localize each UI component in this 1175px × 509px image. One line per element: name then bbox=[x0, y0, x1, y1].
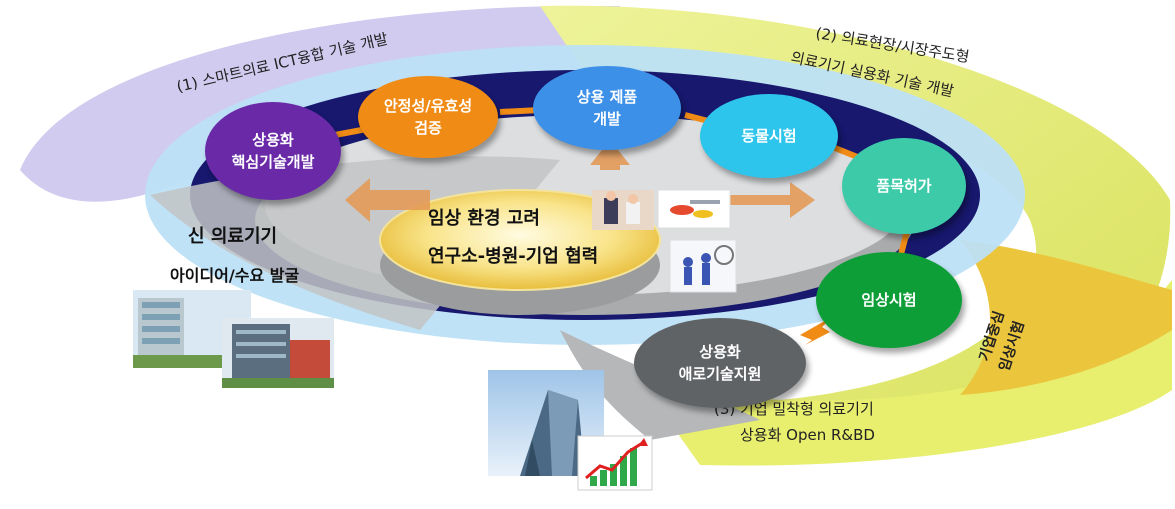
node-clinical-line1: 임상시험 bbox=[861, 291, 917, 309]
node-bottleneck: 상용화 애로기술지원 bbox=[634, 318, 806, 408]
yellow-band-lower bbox=[640, 280, 1172, 466]
center-line1: 임상 환경 고려 bbox=[428, 208, 540, 229]
node-safety-line1: 안정성/유효성 bbox=[383, 97, 473, 115]
flow-arrows bbox=[345, 140, 815, 222]
node-core-tech: 상용화 핵심기술개발 bbox=[205, 102, 341, 200]
node-animal: 동물시험 bbox=[700, 94, 838, 178]
node-safety-line2: 검증 bbox=[414, 119, 442, 137]
node-product-line1: 상용 제품 bbox=[576, 88, 638, 106]
growth-chart-photo bbox=[577, 435, 653, 491]
center-line2: 연구소-병원-기업 협력 bbox=[428, 246, 599, 267]
node-product: 상용 제품 개발 bbox=[533, 66, 681, 150]
node-core-tech-line2: 핵심기술개발 bbox=[231, 153, 315, 171]
building-photo bbox=[488, 370, 604, 476]
node-core-tech-line1: 상용화 bbox=[252, 131, 294, 149]
node-bottleneck-line2: 애로기술지원 bbox=[678, 365, 762, 383]
hospital-photo bbox=[133, 290, 334, 388]
node-clinical: 임상시험 bbox=[816, 252, 962, 348]
idea-label: 아이디어/수요 발굴 bbox=[170, 266, 300, 285]
node-approval-line1: 품목허가 bbox=[876, 177, 932, 195]
node-safety: 안정성/유효성 검증 bbox=[358, 76, 498, 158]
company-label-line2: 상용화 Open R&BD bbox=[740, 426, 875, 444]
new-device-label: 신 의료기기 bbox=[188, 226, 278, 247]
pills-photo bbox=[657, 189, 731, 229]
company-label-line1: (3) 기업 밀착형 의료기기 bbox=[714, 400, 874, 418]
node-product-line2: 개발 bbox=[593, 110, 621, 128]
node-bottleneck-line1: 상용화 bbox=[699, 343, 741, 361]
center-disc bbox=[379, 189, 661, 291]
clinic-photo bbox=[592, 190, 654, 230]
node-approval: 품목허가 bbox=[842, 138, 966, 234]
node-animal-line1: 동물시험 bbox=[741, 127, 797, 145]
cooperation-photo bbox=[669, 239, 737, 293]
corp-trial-wedge bbox=[960, 240, 1172, 395]
